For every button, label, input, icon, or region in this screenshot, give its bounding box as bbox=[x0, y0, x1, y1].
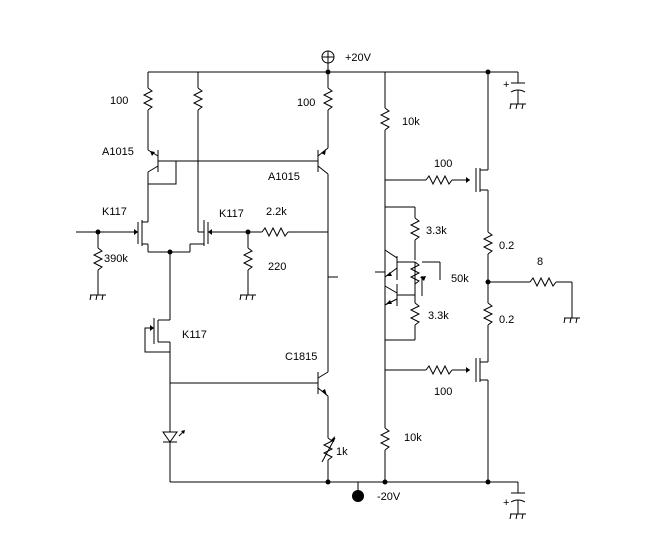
resistor-top-left-2 bbox=[192, 72, 204, 232]
resistor-top-mid bbox=[322, 72, 334, 148]
transistor-k117-ccs-label: K117 bbox=[182, 329, 207, 341]
resistor-source-bottom-label: 0.2 bbox=[499, 314, 514, 326]
transistor-k117-right-label: K117 bbox=[219, 208, 244, 220]
resistor-fb-shunt-label: 220 bbox=[268, 261, 286, 273]
transistor-k117-ccs bbox=[144, 252, 171, 432]
resistor-bias-bottom-label: 10k bbox=[404, 432, 422, 444]
transistor-k117-right bbox=[148, 220, 218, 255]
resistor-fb-series-label: 2.2k bbox=[266, 206, 287, 218]
capacitor-bottom-polarity: + bbox=[503, 497, 509, 509]
transistor-a1015-right bbox=[317, 147, 329, 372]
source-resistor-bottom bbox=[482, 302, 494, 362]
transistor-k117-left bbox=[128, 220, 149, 252]
resistor-gate-top-label: 100 bbox=[434, 158, 452, 170]
transistor-c1815-label: C1815 bbox=[285, 351, 317, 363]
positive-rail bbox=[148, 50, 491, 75]
load-label: 8 bbox=[537, 256, 543, 268]
resistor-vbe-top-label: 3.3k bbox=[426, 225, 447, 237]
resistor-top-left bbox=[142, 72, 154, 150]
gate-resistor-top bbox=[385, 174, 470, 186]
feedback-network bbox=[218, 226, 328, 301]
transistor-k117-left-label: K117 bbox=[102, 206, 127, 218]
capacitor-top-polarity: + bbox=[503, 79, 509, 91]
input-node bbox=[76, 229, 128, 301]
capacitor-top bbox=[488, 71, 526, 110]
transistor-a1015-left bbox=[147, 149, 318, 222]
resistor-top-left-label: 100 bbox=[110, 95, 128, 107]
resistor-source-top-label: 0.2 bbox=[499, 240, 514, 252]
resistor-bias-top-label: 10k bbox=[402, 116, 420, 128]
mosfet-bottom bbox=[475, 358, 489, 482]
load bbox=[488, 276, 580, 324]
bias-column bbox=[379, 72, 391, 485]
transistor-a1015-left-label: A1015 bbox=[102, 146, 134, 158]
transistor-c1815 bbox=[170, 371, 329, 438]
pot-vas bbox=[321, 436, 336, 482]
vbe-multiplier bbox=[375, 206, 441, 341]
negative-rail bbox=[170, 479, 491, 502]
resistor-gate-bottom-label: 100 bbox=[434, 386, 452, 398]
capacitor-bottom bbox=[488, 481, 526, 520]
transistor-a1015-right-label: A1015 bbox=[268, 171, 300, 183]
resistor-top-mid-label: 100 bbox=[297, 97, 315, 109]
gate-resistor-bottom bbox=[385, 364, 470, 376]
mosfet-top bbox=[475, 72, 489, 232]
resistor-input-label: 390k bbox=[104, 253, 128, 265]
source-resistor-top bbox=[482, 231, 494, 303]
negative-rail-label: -20V bbox=[377, 491, 401, 503]
pot-vas-label: 1k bbox=[336, 446, 348, 458]
led bbox=[162, 430, 185, 482]
pot-vbe-label: 50k bbox=[451, 273, 469, 285]
positive-rail-label: +20V bbox=[345, 52, 372, 64]
resistor-vbe-bottom-label: 3.3k bbox=[428, 310, 449, 322]
